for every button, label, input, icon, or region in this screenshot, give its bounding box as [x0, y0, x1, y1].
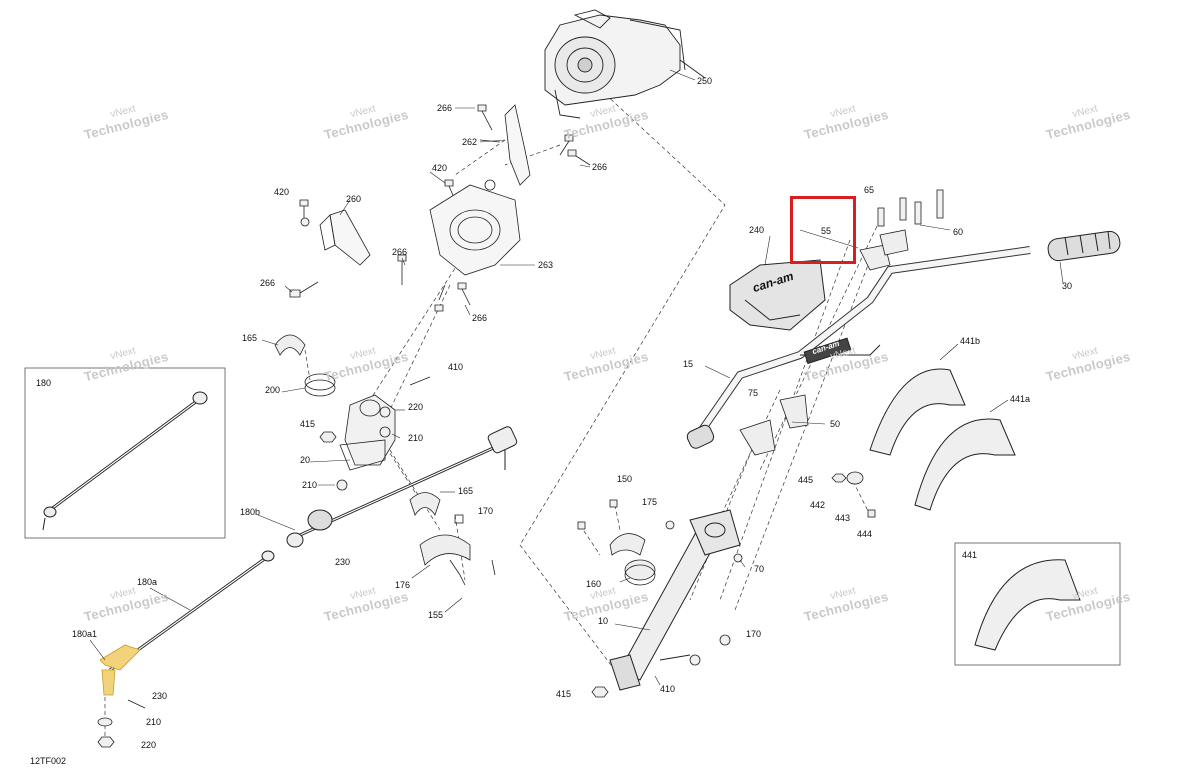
misc-fasteners	[319, 376, 743, 698]
part-label-420: 420	[432, 163, 448, 173]
part-label-240: 240	[749, 225, 765, 235]
part-label-75: 75	[748, 388, 759, 398]
clamp-bolts	[877, 189, 944, 227]
part-label-165: 165	[242, 333, 258, 343]
inset-tie-rod-180	[42, 391, 208, 531]
part-label-200: 200	[265, 385, 281, 395]
handlebar-pad-240	[729, 259, 826, 331]
bushings	[274, 334, 441, 516]
part-label-210: 210	[146, 717, 162, 727]
bearing-160	[624, 559, 656, 586]
steering-column-10	[609, 509, 741, 691]
clamp-176	[419, 514, 496, 586]
part-label-220: 220	[408, 402, 424, 412]
part-label-266: 266	[472, 313, 488, 323]
part-label-266: 266	[437, 103, 453, 113]
part-label-176: 176	[395, 580, 411, 590]
part-label-210: 210	[302, 480, 318, 490]
part-label-150: 150	[617, 474, 633, 484]
part-label-170: 170	[478, 506, 494, 516]
handlebar-15	[686, 246, 1031, 449]
part-label-210: 210	[408, 433, 424, 443]
part-label-410: 410	[660, 684, 676, 694]
part-label-441b: 441b	[960, 336, 981, 346]
part-label-165: 165	[458, 486, 474, 496]
part-label-170: 170	[746, 629, 762, 639]
inset-title-441: 441	[962, 550, 978, 560]
lower-hardware	[97, 699, 146, 748]
part-label-441a: 441a	[1010, 394, 1031, 404]
power-steering-motor	[544, 9, 706, 119]
bracket-262	[479, 104, 531, 186]
part-label-262: 262	[462, 137, 478, 147]
part-label-410: 410	[448, 362, 464, 372]
part-label-50: 50	[830, 419, 841, 429]
part-label-55: 55	[821, 226, 832, 236]
part-label-155: 155	[428, 610, 444, 620]
part-label-180a: 180a	[137, 577, 158, 587]
part-label-444: 444	[857, 529, 873, 539]
part-label-415: 415	[556, 689, 572, 699]
leader-lines	[89, 69, 1064, 686]
part-label-263: 263	[538, 260, 554, 270]
part-label-10: 10	[598, 616, 609, 626]
bracket-260	[319, 209, 371, 266]
part-label-250: 250	[697, 76, 713, 86]
part-label-443: 443	[835, 513, 851, 523]
part-label-180a1: 180a1	[72, 629, 98, 639]
grip-30	[1047, 230, 1121, 262]
inset-deflector-441	[974, 559, 1081, 651]
bearing-clamp-175	[609, 533, 646, 556]
hardware-445	[831, 471, 876, 518]
part-label-266: 266	[392, 247, 408, 257]
part-label-445: 445	[798, 475, 814, 485]
part-label-180b: 180b	[240, 507, 261, 517]
part-label-20: 20	[300, 455, 311, 465]
figure-id: 12TF002	[30, 756, 67, 766]
part-label-266: 266	[592, 162, 608, 172]
inset-title-180: 180	[36, 378, 52, 388]
highlight-box	[790, 196, 856, 264]
part-label-220: 220	[141, 740, 157, 750]
part-label-266: 266	[260, 278, 276, 288]
deflector-441a	[914, 418, 1016, 511]
handlebar-brand-sticker	[803, 337, 852, 365]
part-label-15: 15	[683, 359, 694, 369]
part-label-30: 30	[1062, 281, 1073, 291]
part-label-60: 60	[953, 227, 964, 237]
mounting-plate-263	[429, 179, 521, 276]
tie-rod-180b	[286, 426, 518, 548]
handlebar-clamps	[739, 229, 909, 456]
small-screws	[289, 104, 591, 312]
deflector-441b	[869, 368, 966, 456]
part-label-175: 175	[642, 497, 658, 507]
part-label-70: 70	[754, 564, 765, 574]
part-label-65: 65	[864, 185, 875, 195]
part-label-230: 230	[335, 557, 351, 567]
part-label-230: 230	[152, 691, 168, 701]
part-label-442: 442	[810, 500, 826, 510]
part-label-160: 160	[586, 579, 602, 589]
part-label-415: 415	[300, 419, 316, 429]
tie-rod-end-180a1	[99, 644, 141, 696]
part-label-420: 420	[274, 187, 290, 197]
part-label-260: 260	[346, 194, 362, 204]
